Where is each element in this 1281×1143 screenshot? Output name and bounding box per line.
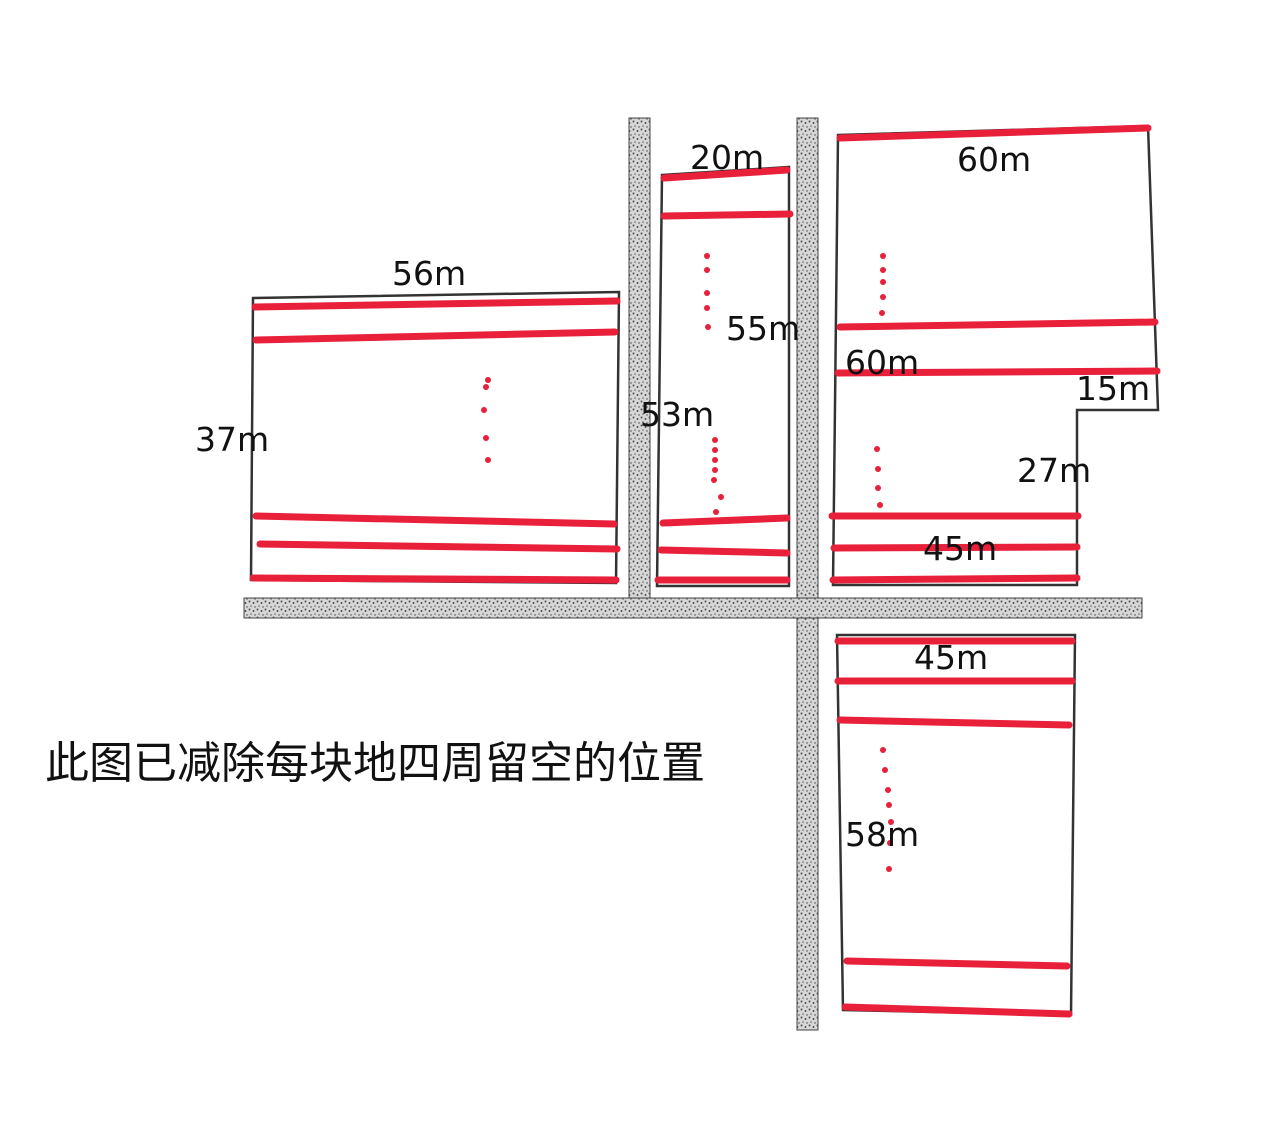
red-rows: [249, 124, 1161, 1018]
red-dot: [483, 435, 489, 441]
label-right-top-width: 60m: [957, 140, 1031, 179]
red-row-line: [829, 574, 1081, 584]
red-dot: [712, 437, 718, 443]
red-dot: [712, 467, 718, 473]
label-right-notch-height: 27m: [1017, 451, 1091, 490]
plot-outlines: [249, 124, 1160, 1017]
label-middle-left-height: 53m: [640, 395, 714, 434]
red-dot: [485, 377, 491, 383]
red-dot: [882, 767, 888, 773]
label-right-mid-width: 60m: [845, 343, 919, 382]
red-row-line: [830, 543, 1081, 552]
red-row-line: [256, 540, 621, 553]
red-dot: [704, 290, 710, 296]
red-dot: [877, 502, 883, 508]
road-vertical-center: [796, 117, 819, 1031]
red-row-line: [836, 716, 1073, 729]
red-dot: [875, 466, 881, 472]
red-dot: [879, 310, 885, 316]
red-row-line: [249, 574, 620, 584]
red-row-line: [836, 318, 1159, 331]
red-dot: [485, 457, 491, 463]
red-row-line: [836, 124, 1152, 142]
red-row-line: [660, 166, 791, 182]
label-left-height: 37m: [195, 420, 269, 459]
red-dot: [483, 384, 489, 390]
red-row-line: [659, 514, 791, 527]
diagram-note: 此图已减除每块地四周留空的位置: [45, 738, 705, 789]
red-dot: [481, 407, 487, 413]
label-left-top-width: 56m: [392, 254, 466, 293]
red-row-line: [252, 512, 618, 528]
label-right-notch: 15m: [1076, 369, 1150, 408]
road-horizontal: [243, 597, 1143, 619]
red-row-line: [660, 210, 794, 220]
red-row-line: [834, 367, 1161, 377]
red-dot: [704, 305, 710, 311]
red-row-line: [841, 1003, 1073, 1018]
label-right-bottom-width: 45m: [923, 529, 997, 568]
red-dot: [713, 509, 719, 515]
label-middle-right-height: 55m: [726, 309, 800, 348]
red-dot: [875, 485, 881, 491]
red-dot: [705, 324, 711, 330]
red-dot: [718, 494, 724, 500]
red-dot: [880, 253, 886, 259]
roads: [243, 117, 1143, 1031]
red-dot: [886, 802, 892, 808]
red-dot: [880, 747, 886, 753]
red-dot: [888, 819, 894, 825]
road-vertical-left: [628, 117, 651, 599]
label-lower-top-width: 45m: [914, 638, 988, 677]
red-dot: [886, 866, 892, 872]
red-dots: [481, 253, 894, 872]
red-dot: [712, 457, 718, 463]
red-dot: [874, 446, 880, 452]
red-row-line: [657, 546, 791, 557]
red-dot: [704, 253, 710, 259]
red-dot: [712, 447, 718, 453]
label-middle-top-width: 20m: [690, 138, 764, 177]
red-row-line: [843, 957, 1071, 970]
red-dot: [711, 477, 717, 483]
red-dot: [887, 840, 893, 846]
red-row-line: [252, 328, 619, 344]
red-dot: [885, 787, 891, 793]
red-dot: [704, 267, 710, 273]
label-lower-height: 58m: [845, 815, 919, 854]
red-dot: [880, 267, 886, 273]
red-dot: [880, 294, 886, 300]
red-row-line: [251, 297, 621, 311]
red-dot: [880, 279, 886, 285]
dimension-labels: 56m 37m 20m 55m 53m 60m 60m 15m 27m 45m …: [195, 138, 1150, 854]
